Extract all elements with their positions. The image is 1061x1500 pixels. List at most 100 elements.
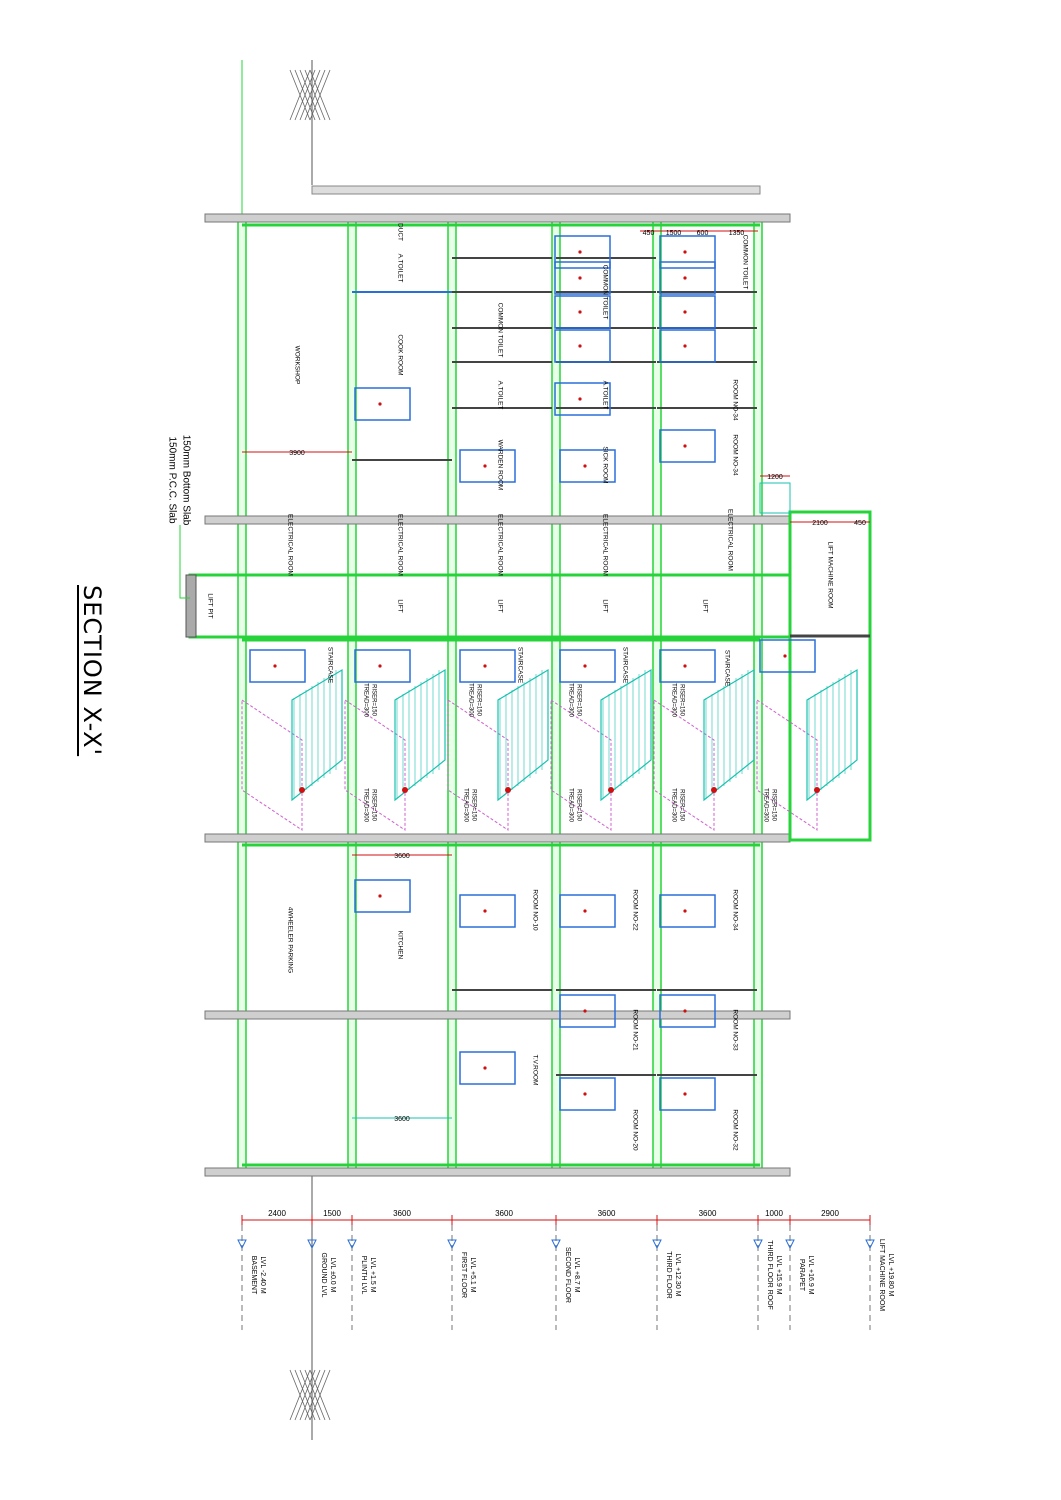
door-mark bbox=[578, 276, 582, 280]
dimension: 3600 bbox=[394, 853, 410, 860]
level-dimension: 3600 bbox=[393, 1209, 411, 1218]
stair-spec-label: RISER=150 bbox=[370, 789, 376, 822]
door bbox=[354, 879, 411, 913]
level-name: THIRD FLOOR ROOF bbox=[766, 1240, 773, 1310]
room-label: ROOM NO-34 bbox=[731, 379, 738, 421]
floor-slab bbox=[753, 214, 763, 1173]
door-mark bbox=[483, 1066, 487, 1070]
stair-spec-label: TREAD=300 bbox=[670, 788, 676, 823]
slab-note: 150mm Bottom Slab bbox=[180, 435, 191, 526]
room-label: WORKSHOP bbox=[293, 346, 300, 385]
room-label: 4WHEELER PARKING bbox=[286, 907, 293, 973]
level-marker-icon bbox=[865, 1239, 875, 1250]
ground-hatch bbox=[304, 69, 326, 121]
room-label: LIFT bbox=[496, 599, 503, 612]
level-dimension: 1000 bbox=[765, 1209, 783, 1218]
door bbox=[354, 387, 411, 421]
level-value: LVL ±0.0 M bbox=[329, 1258, 336, 1293]
room-label: ROOM NO-10 bbox=[531, 889, 538, 931]
room-label: WARDEN ROOM bbox=[496, 440, 503, 491]
ground-hatch bbox=[299, 1369, 321, 1421]
door bbox=[554, 329, 611, 363]
slab-note-leader bbox=[179, 525, 190, 599]
stair-flight bbox=[497, 668, 549, 802]
room-label: ROOM NO-34 bbox=[731, 434, 738, 476]
roof-slab bbox=[311, 185, 761, 195]
room-label: LIFT bbox=[701, 599, 708, 612]
level-value: LVL +1.5 M bbox=[369, 1257, 376, 1292]
door bbox=[459, 894, 516, 928]
slab-note: 150mm P.C.C. Slab bbox=[166, 436, 177, 524]
door-mark bbox=[683, 1092, 687, 1096]
door bbox=[659, 329, 716, 363]
ground-hatch bbox=[294, 1369, 316, 1421]
stair-spec-label: TREAD=300 bbox=[362, 683, 368, 718]
level-name: LIFT MACHINE ROOM bbox=[878, 1239, 885, 1311]
room-label: COMMON TOILET bbox=[496, 303, 503, 358]
stair-spec-label: RISER=150 bbox=[475, 684, 481, 717]
lift-pit-slab bbox=[185, 574, 197, 638]
door-mark bbox=[578, 310, 582, 314]
door bbox=[659, 649, 716, 683]
floor-slab bbox=[237, 214, 247, 1173]
room-label: LIFT PIT bbox=[206, 593, 213, 618]
stair-marker bbox=[505, 787, 511, 793]
room-label: COMMON TOILET bbox=[741, 235, 748, 290]
ground-hatch bbox=[289, 1369, 311, 1421]
room-label: ELECTRICAL ROOM bbox=[496, 514, 503, 576]
level-value: LVL +15.9 M bbox=[775, 1255, 782, 1294]
stair-spec-label: RISER=150 bbox=[575, 789, 581, 822]
level-name: SECOND FLOOR bbox=[564, 1247, 571, 1303]
level-marker-icon bbox=[237, 1239, 247, 1250]
door-mark bbox=[583, 1009, 587, 1013]
dimension: 3900 bbox=[289, 450, 305, 457]
room-label: ELECTRICAL ROOM bbox=[726, 509, 733, 571]
level-marker-icon bbox=[551, 1239, 561, 1250]
level-marker-icon bbox=[652, 1239, 662, 1250]
door-mark bbox=[783, 654, 787, 658]
room-label: STAIRCASE bbox=[326, 647, 333, 684]
stair-spec-label: TREAD=300 bbox=[762, 788, 768, 823]
room-label: A.TOILET bbox=[496, 381, 503, 410]
level-name: PARAPET bbox=[798, 1259, 805, 1292]
stair-flight bbox=[394, 668, 446, 802]
room-label: A.TOILET bbox=[396, 254, 403, 283]
stair-spec-label: RISER=150 bbox=[470, 789, 476, 822]
door bbox=[459, 649, 516, 683]
level-name: PLINTH LVL bbox=[360, 1256, 367, 1295]
top-dimension: 600 bbox=[697, 230, 709, 237]
stair-spec-label: TREAD=300 bbox=[467, 683, 473, 718]
room-label: ROOM NO-22 bbox=[631, 889, 638, 931]
door-mark bbox=[683, 310, 687, 314]
floor-slab bbox=[551, 214, 561, 1173]
stair-flight bbox=[447, 699, 509, 831]
door bbox=[559, 649, 616, 683]
dimension: 1200 bbox=[767, 474, 783, 481]
level-value: LVL +12.30 M bbox=[674, 1253, 681, 1296]
ground-hatch bbox=[289, 69, 311, 121]
door bbox=[659, 261, 716, 295]
level-dimension: 1500 bbox=[323, 1209, 341, 1218]
top-dimension: 1350 bbox=[729, 230, 745, 237]
door bbox=[659, 1077, 716, 1111]
level-marker-icon bbox=[347, 1239, 357, 1250]
title-block: SECTION X-X' bbox=[60, 585, 120, 756]
door bbox=[554, 295, 611, 329]
door-mark bbox=[583, 1092, 587, 1096]
stair-spec-label: RISER=150 bbox=[575, 684, 581, 717]
level-value: LVL +5.1 M bbox=[469, 1257, 476, 1292]
room-label: ROOM NO-32 bbox=[731, 1109, 738, 1151]
level-name: GROUND LVL bbox=[320, 1253, 327, 1298]
column-band bbox=[204, 1010, 791, 1020]
lift-shaft bbox=[188, 573, 792, 639]
door-mark bbox=[578, 344, 582, 348]
door-mark bbox=[273, 664, 277, 668]
stair-spec-label: TREAD=300 bbox=[670, 683, 676, 718]
stair-marker bbox=[299, 787, 305, 793]
stair-spec-label: RISER=150 bbox=[370, 684, 376, 717]
door-mark bbox=[683, 344, 687, 348]
level-dimension: 3600 bbox=[495, 1209, 513, 1218]
door-mark bbox=[483, 909, 487, 913]
